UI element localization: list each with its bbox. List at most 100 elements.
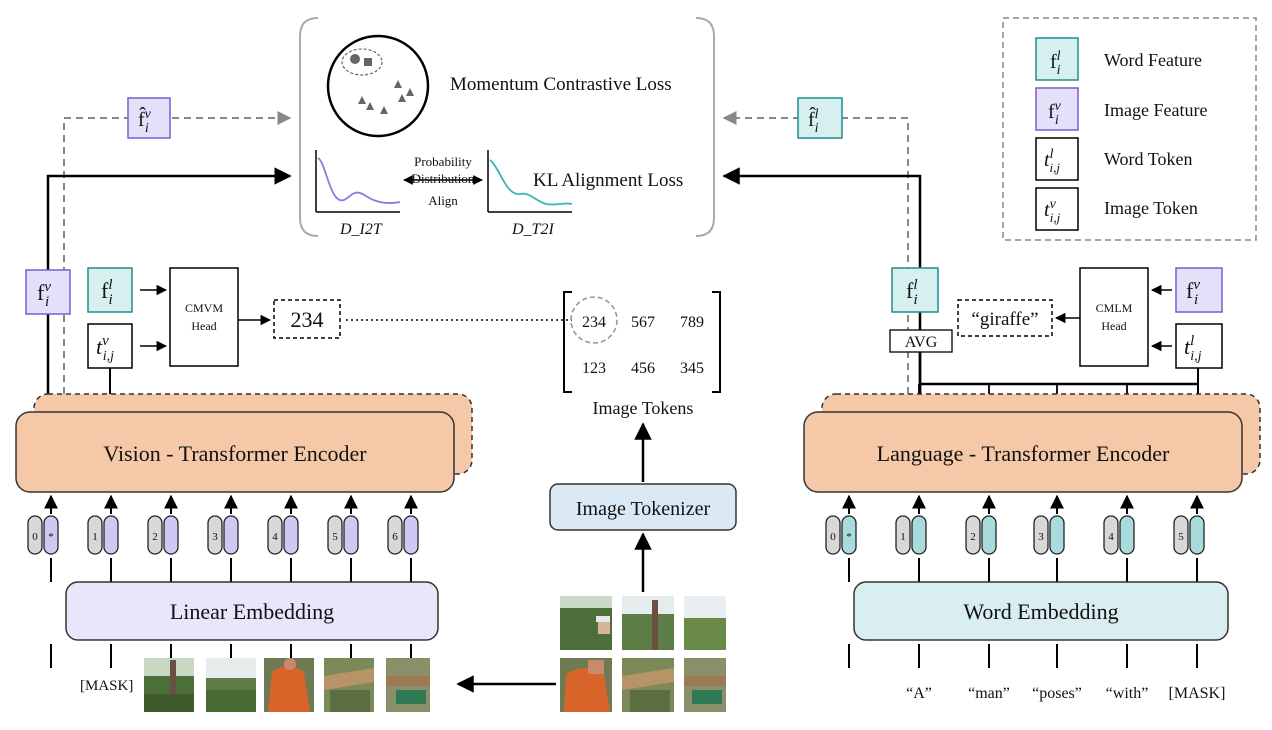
vision-tokens-index-0-label: 0 xyxy=(32,531,38,543)
svg-text:fli: fli xyxy=(906,277,918,308)
legend-image-token-swatch xyxy=(1035,187,1079,231)
patch-4 xyxy=(324,658,374,712)
vision-tokens-index-1-label: 1 xyxy=(92,531,98,543)
vision-tokens-embedding-6 xyxy=(403,515,419,555)
legend-word-feature-swatch xyxy=(1035,37,1079,81)
language-feature-box xyxy=(891,267,939,313)
vision-tokens-index-2-label: 2 xyxy=(152,531,158,543)
cmlm-prediction: “giraffe” xyxy=(971,309,1038,330)
momentum-contrastive-loss-label: Momentum Contrastive Loss xyxy=(450,74,672,95)
lang-tokens-index-3 xyxy=(1033,515,1049,555)
cmlm-head xyxy=(1079,267,1149,367)
language-feature-arrow xyxy=(722,167,922,394)
lang-tokens-index-5-label: 5 xyxy=(1178,531,1184,543)
legend-image-feature: Image Feature xyxy=(1104,100,1207,120)
lang-tokens-index-2 xyxy=(965,515,981,555)
svg-text:fvi: fvi xyxy=(1186,277,1200,308)
image-token-0-0: 234 xyxy=(582,314,606,331)
selected-token-circle xyxy=(570,296,618,344)
lang-tokens-embedding-0-label: * xyxy=(846,531,852,543)
patch-5 xyxy=(386,658,430,712)
vision-tokens-index-3 xyxy=(207,515,223,555)
lang-tokens-index-4-label: 4 xyxy=(1108,531,1114,543)
vision-tokens-index-4 xyxy=(267,515,283,555)
patch-3 xyxy=(264,658,314,712)
kl-alignment-loss-label: KL Alignment Loss xyxy=(533,170,683,191)
loss-panel: Momentum Contrastive Loss D_I2T Probabil… xyxy=(299,17,715,238)
cmvm-head xyxy=(169,267,239,367)
cmlm-head-line1: CMLM xyxy=(1096,301,1133,315)
cmlm-head-line2: Head xyxy=(1101,319,1126,333)
vision-tokens-index-4-label: 4 xyxy=(272,531,278,543)
input-word-4: [MASK] xyxy=(1169,685,1226,702)
lang-tokens-embedding-4 xyxy=(1119,515,1135,555)
language-momentum-arrow xyxy=(722,111,909,394)
distribution-label: Distribution xyxy=(412,171,475,186)
d-t2i-plot xyxy=(487,150,573,213)
lang-tokens-index-1 xyxy=(895,515,911,555)
image-tokens-label: Image Tokens xyxy=(593,398,694,418)
vision-tokens-index-6-label: 6 xyxy=(392,531,398,543)
input-words: “A”“man”“poses”“with”[MASK] xyxy=(906,685,1225,702)
cmvm-prediction-box xyxy=(273,299,341,339)
image-tokenizer xyxy=(549,483,737,531)
image-patch-grid xyxy=(560,596,726,712)
input-word-2: “poses” xyxy=(1032,685,1082,702)
svg-text:f̂li: f̂li xyxy=(808,106,819,136)
lang-tokens-index-0-label: 0 xyxy=(830,531,836,543)
input-word-3: “with” xyxy=(1106,685,1149,702)
vision-mask-label: [MASK] xyxy=(80,678,133,694)
d-i2t-label: D_I2T xyxy=(339,221,383,238)
d-t2i-label: D_T2I xyxy=(511,221,554,238)
svg-text:fvi: fvi xyxy=(37,279,51,310)
lang-tokens-index-0 xyxy=(825,515,841,555)
vision-momentum-arrow xyxy=(63,111,292,394)
lang-tokens-embedding-1 xyxy=(911,515,927,555)
linear-embedding xyxy=(65,581,439,641)
legend-image-token: Image Token xyxy=(1104,198,1198,218)
lang-tokens-embedding-2 xyxy=(981,515,997,555)
input-word-0: “A” xyxy=(906,685,932,702)
vision-encoder-label: Vision - Transformer Encoder xyxy=(103,441,367,466)
lang-tokens-index-5 xyxy=(1173,515,1189,555)
contrastive-space-icon xyxy=(326,34,430,138)
vision-tokens-embedding-4 xyxy=(283,515,299,555)
cmvm-word-feature-input xyxy=(87,267,133,313)
vision-transformer-encoder xyxy=(15,411,455,493)
vision-tokens-embedding-2 xyxy=(163,515,179,555)
language-encoder-label: Language - Transformer Encoder xyxy=(877,441,1170,466)
legend-word-token: Word Token xyxy=(1104,149,1192,169)
vision-tokens-embedding-0 xyxy=(43,515,59,555)
vision-tokens-index-5-label: 5 xyxy=(332,531,338,543)
image-token-0-2: 789 xyxy=(680,314,704,331)
legend-word-token-swatch xyxy=(1035,137,1079,181)
vision-tokens-index-0 xyxy=(27,515,43,555)
svg-text:fli: fli xyxy=(101,277,113,308)
align-label: Align xyxy=(428,193,458,208)
language-momentum-feature-box xyxy=(797,97,843,139)
legend-word-feature: Word Feature xyxy=(1104,50,1202,70)
vision-tokens-index-1 xyxy=(87,515,103,555)
lang-tokens-embedding-0 xyxy=(841,515,857,555)
avg-label: AVG xyxy=(905,334,938,351)
image-token-0-1: 567 xyxy=(631,314,655,331)
patch-2 xyxy=(206,658,256,712)
lang-tokens-index-4 xyxy=(1103,515,1119,555)
vision-feature-box xyxy=(25,269,71,315)
vision-feature-arrow xyxy=(46,167,292,394)
lang-tokens-embedding-5 xyxy=(1189,515,1205,555)
svg-text:fvi: fvi xyxy=(1048,99,1062,128)
lang-tokens-index-3-label: 3 xyxy=(1038,531,1044,543)
cmvm-head-line2: Head xyxy=(191,319,216,333)
cmlm-prediction-box xyxy=(957,299,1053,337)
masked-image-patches xyxy=(144,658,430,712)
vision-tokens-embedding-3 xyxy=(223,515,239,555)
vision-tokens-embedding-5 xyxy=(343,515,359,555)
cmlm-image-feature-input xyxy=(1175,267,1223,313)
